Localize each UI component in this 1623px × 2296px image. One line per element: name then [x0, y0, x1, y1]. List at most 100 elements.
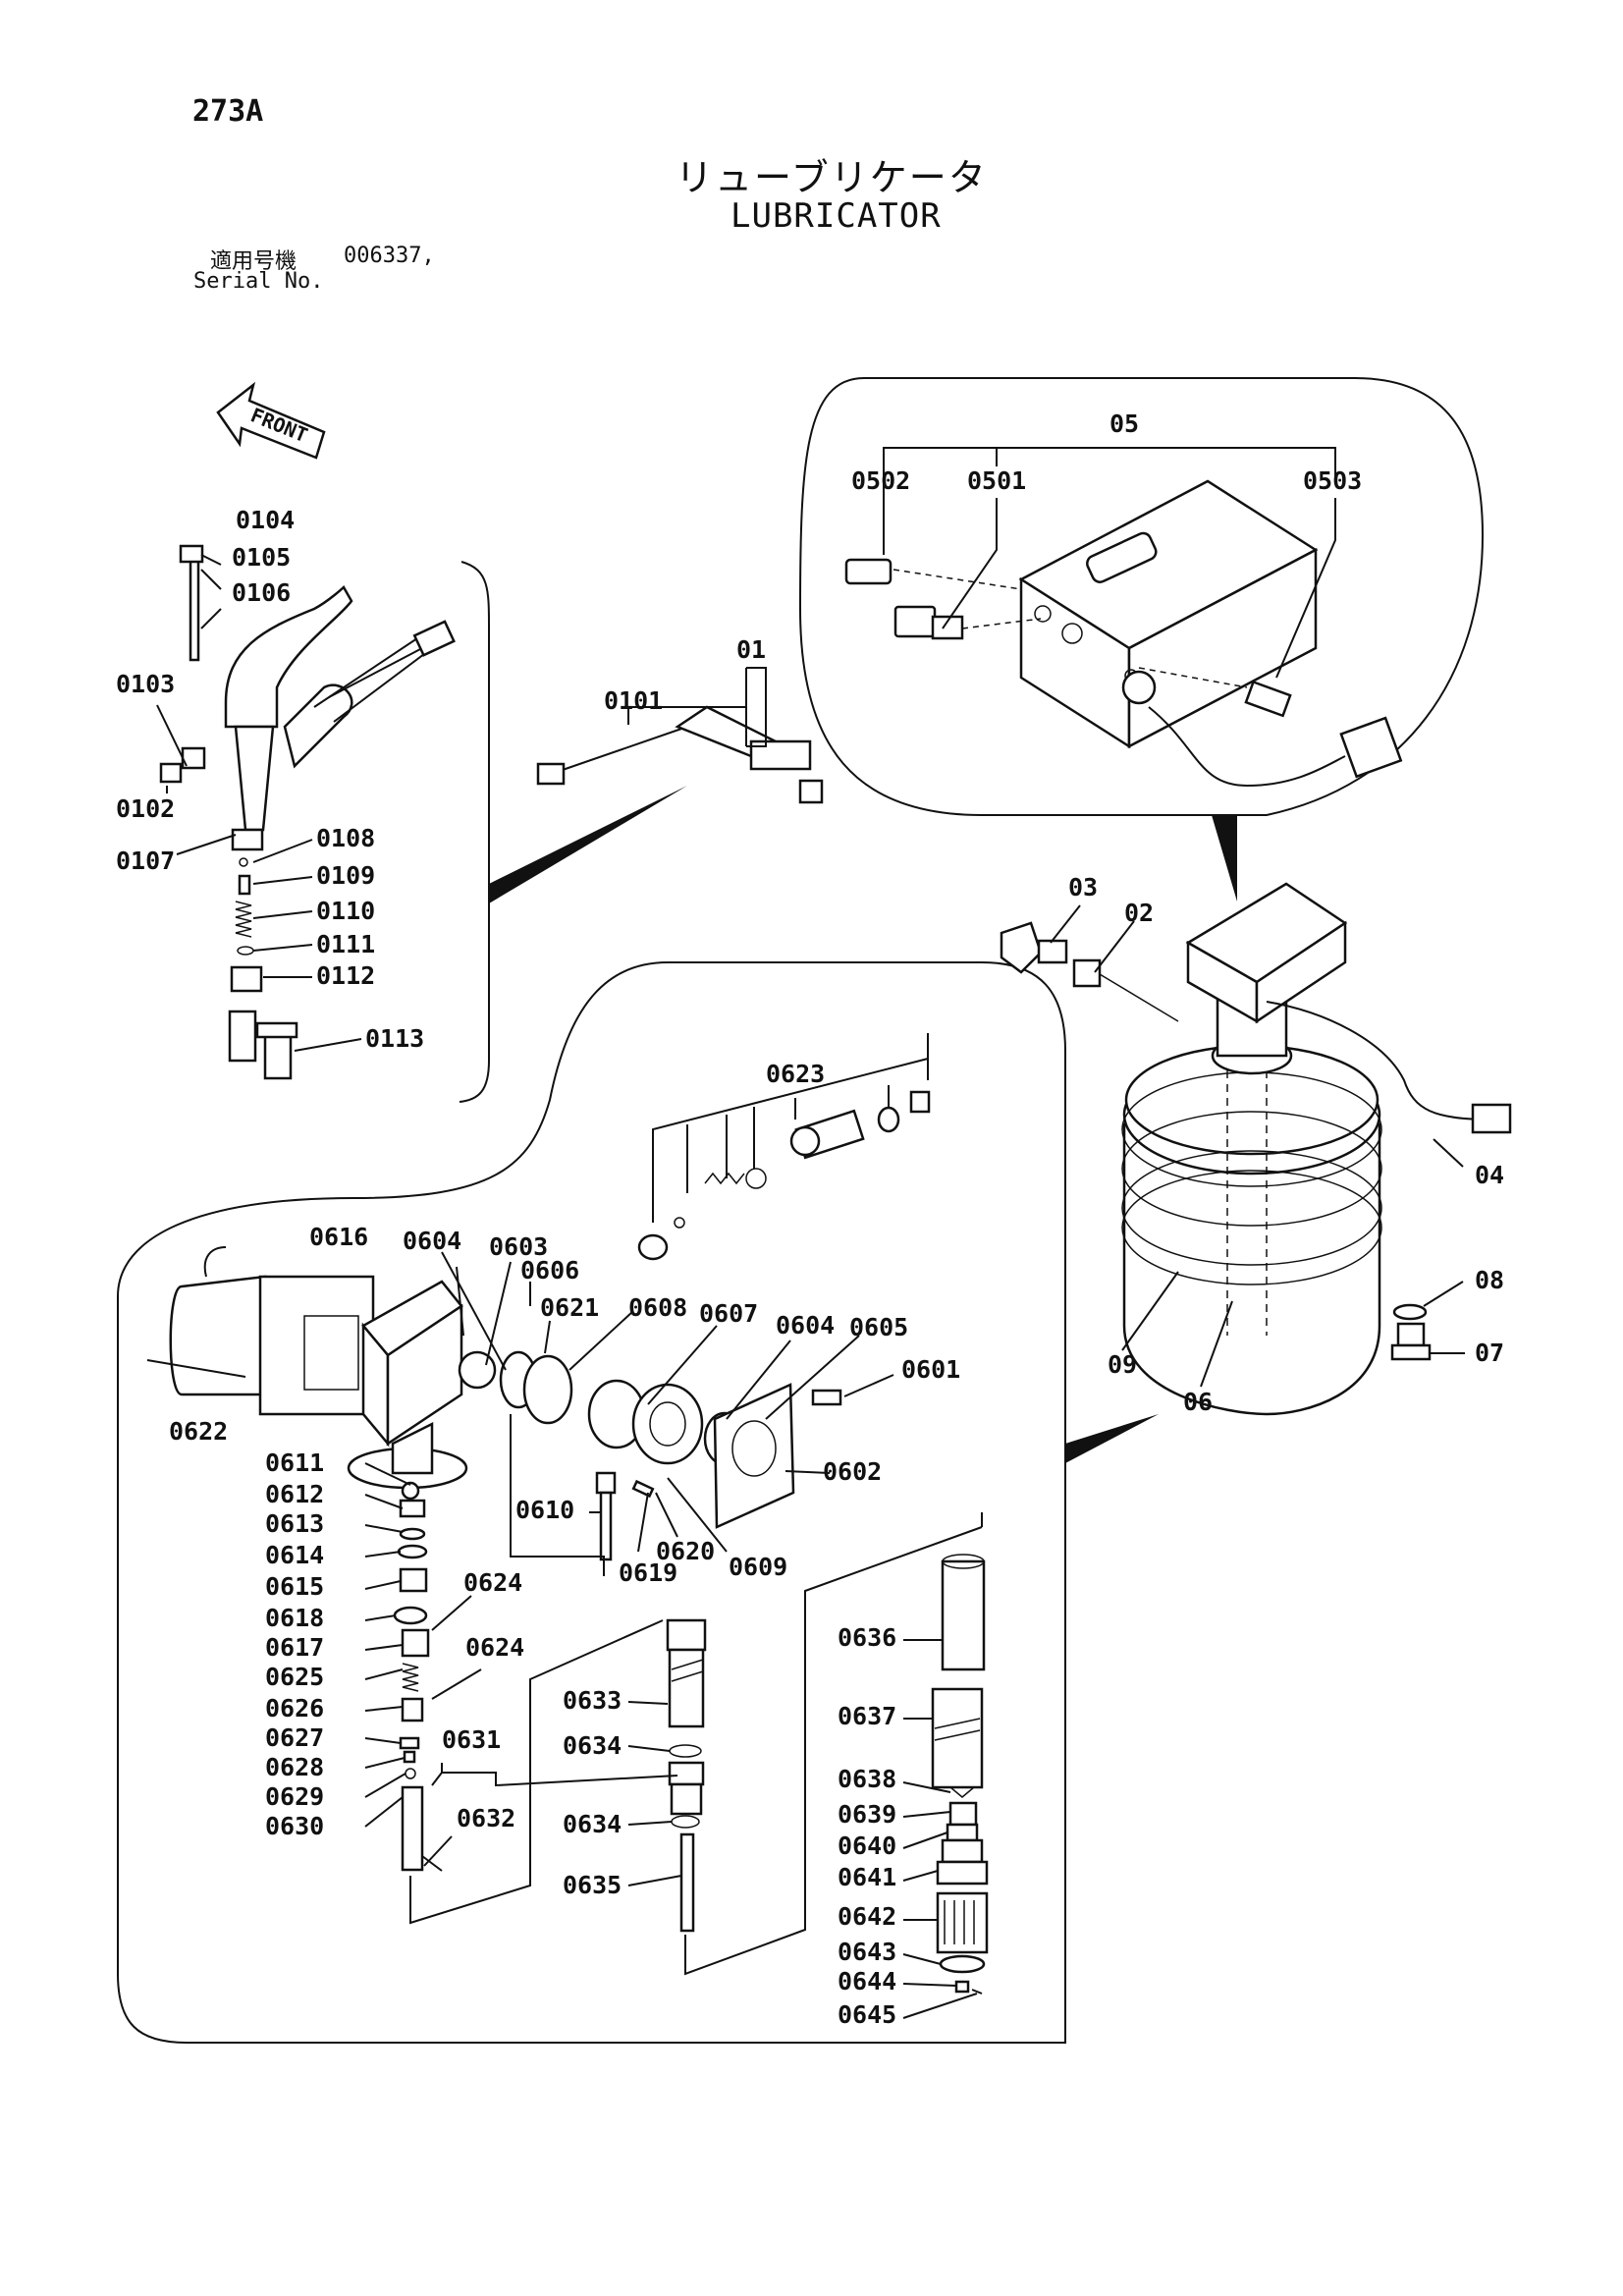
- leader-0614: [364, 1551, 402, 1558]
- leader-0101: [627, 668, 747, 746]
- leader-0638: [902, 1781, 951, 1793]
- screw-0601-part: [811, 1389, 842, 1406]
- leader-0631: [431, 1763, 678, 1787]
- callout-0612: 0612: [265, 1480, 324, 1508]
- callout-0615: 0615: [265, 1572, 324, 1601]
- callout-0636: 0636: [838, 1623, 896, 1652]
- callout-0624a: 0624: [463, 1568, 522, 1597]
- callout-0609: 0609: [729, 1553, 787, 1581]
- callout-0103: 0103: [116, 670, 175, 698]
- callout-0503: 0503: [1303, 466, 1362, 495]
- block-0616-part: [347, 1280, 497, 1490]
- callout-0107: 0107: [116, 847, 175, 875]
- small-parts-0108-0113: [228, 857, 298, 1080]
- callout-0602: 0602: [823, 1457, 882, 1486]
- screw-0102-0104-0105: [159, 544, 206, 784]
- callout-0638: 0638: [838, 1765, 896, 1793]
- leader-0627: [364, 1737, 402, 1744]
- front-arrow-icon: FRONT: [216, 381, 326, 460]
- rings-0608-0621: [499, 1350, 646, 1449]
- callout-0631: 0631: [442, 1725, 501, 1754]
- callout-0622: 0622: [169, 1417, 228, 1446]
- callout-06: 06: [1183, 1388, 1213, 1416]
- hose-0101-part: [536, 705, 824, 804]
- leader-0104: [200, 554, 222, 566]
- leader-0645: [902, 1993, 978, 2019]
- callout-0104: 0104: [236, 506, 295, 534]
- callout-0108: 0108: [316, 824, 375, 852]
- leader-0613: [364, 1524, 404, 1533]
- box-06-detail: [117, 961, 1067, 2044]
- callout-0112: 0112: [316, 961, 375, 990]
- callout-07: 07: [1475, 1339, 1504, 1367]
- leader-0108: [252, 839, 313, 863]
- leader-0106: [200, 608, 222, 629]
- lever-assembly-0106-0107: [189, 550, 450, 851]
- bolt-0503-part: [1138, 667, 1292, 718]
- leader-0604a: [456, 1266, 464, 1337]
- leader-0628: [364, 1757, 406, 1769]
- callout-0106: 0106: [232, 578, 291, 607]
- callout-0608: 0608: [628, 1293, 687, 1322]
- callout-0643: 0643: [838, 1938, 896, 1966]
- leader-0601: [843, 1374, 894, 1397]
- callout-03: 03: [1068, 873, 1098, 902]
- callout-0626: 0626: [265, 1694, 324, 1722]
- leader-0111: [252, 944, 313, 952]
- callout-0105: 0105: [232, 543, 291, 572]
- bolt-07-part: [1390, 1322, 1432, 1361]
- pointer-01-group: [489, 786, 687, 903]
- callout-0640: 0640: [838, 1831, 896, 1860]
- leader-0641: [902, 1870, 939, 1882]
- leader-06: [1200, 1300, 1233, 1388]
- leader-0611: [364, 1462, 411, 1486]
- callout-09: 09: [1108, 1350, 1137, 1379]
- sensor-0502-part: [844, 558, 1022, 590]
- leader-0110: [252, 910, 313, 919]
- callout-0634a: 0634: [563, 1731, 622, 1760]
- fitting-02-part: [1072, 958, 1179, 1022]
- callout-0616: 0616: [309, 1223, 368, 1251]
- callout-0620: 0620: [656, 1537, 715, 1565]
- callout-0639: 0639: [838, 1800, 896, 1829]
- leader-0615: [364, 1580, 402, 1590]
- callout-0501: 0501: [967, 466, 1026, 495]
- callout-0601: 0601: [901, 1355, 960, 1384]
- callout-0109: 0109: [316, 861, 375, 890]
- title-japanese: リューブリケータ: [676, 156, 988, 199]
- callout-0111: 0111: [316, 930, 375, 958]
- leader-0626: [364, 1706, 404, 1712]
- leader-0621: [544, 1320, 551, 1354]
- leader-0607: [647, 1325, 718, 1405]
- callout-0604b: 0604: [776, 1311, 835, 1339]
- bracket-01-group: [459, 561, 490, 1103]
- bubble-05-detail: [798, 377, 1485, 816]
- leader-08: [1423, 1281, 1464, 1307]
- box-0636-bracket: [684, 1526, 983, 1976]
- callout-0610: 0610: [515, 1496, 574, 1524]
- leader-0629: [364, 1773, 406, 1798]
- leader-0605: [765, 1335, 860, 1420]
- motor-0622-part: [146, 1246, 375, 1416]
- callout-0619: 0619: [619, 1558, 677, 1587]
- callout-0614: 0614: [265, 1541, 324, 1569]
- callout-0634b: 0634: [563, 1810, 622, 1838]
- callout-0110: 0110: [316, 897, 375, 925]
- callout-0624b: 0624: [465, 1633, 524, 1662]
- serial-value: 006337,: [344, 244, 435, 268]
- callout-02: 02: [1124, 899, 1154, 927]
- leader-0602: [784, 1470, 831, 1474]
- leader-02: [1094, 920, 1135, 973]
- callout-0627: 0627: [265, 1723, 324, 1752]
- callout-0502: 0502: [851, 466, 910, 495]
- callout-0101: 0101: [604, 686, 663, 715]
- leader-0608: [568, 1310, 634, 1371]
- leader-09: [1121, 1271, 1179, 1351]
- leader-0503: [1275, 498, 1336, 679]
- serial-label-japanese: 適用号機: [210, 249, 298, 274]
- cam-0607-part: [631, 1383, 704, 1465]
- tank-assembly-06: [1121, 882, 1512, 1416]
- callout-0632: 0632: [457, 1804, 515, 1832]
- callout-0605: 0605: [849, 1313, 908, 1341]
